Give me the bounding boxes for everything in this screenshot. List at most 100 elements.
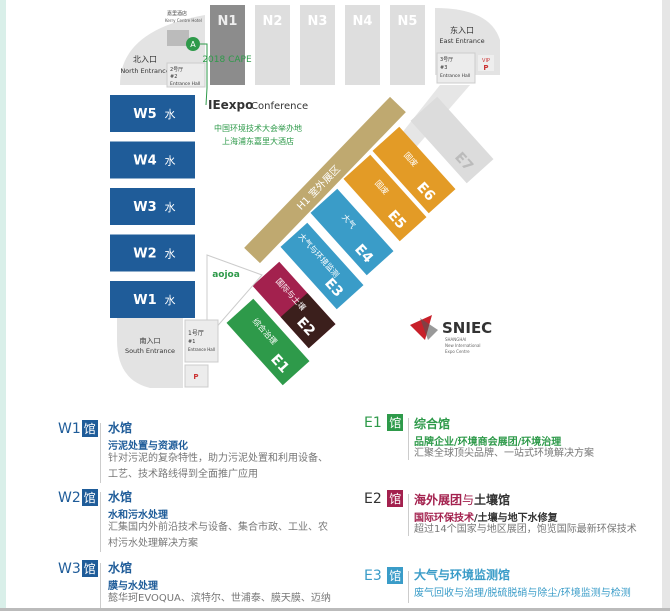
left-margin bbox=[0, 0, 6, 611]
svg-text:N1: N1 bbox=[218, 14, 238, 29]
svg-text:A: A bbox=[190, 40, 196, 49]
hall-2-num: #2 bbox=[170, 74, 177, 80]
north-entrance-en: North Entrance bbox=[120, 67, 169, 75]
hall-w2[interactable]: W2 水 bbox=[110, 234, 195, 272]
legend-w1-desc-1: 针对污泥的复杂特性，助力污泥处置和利用设备、 bbox=[108, 453, 328, 464]
parking-icon: P bbox=[483, 64, 488, 72]
svg-text:水: 水 bbox=[165, 294, 176, 307]
sniec-sub-3: Expo Centre bbox=[445, 349, 470, 354]
conference-label: Conference bbox=[251, 101, 308, 112]
south-entrance-area bbox=[117, 318, 183, 388]
south-entrance-cn: 南入口 bbox=[140, 336, 161, 345]
svg-text:N4: N4 bbox=[353, 14, 373, 29]
legend-w3-subtitle: 膜与水处理 bbox=[108, 581, 158, 592]
hotel-label-cn: 嘉里酒店 bbox=[167, 10, 187, 17]
hall-3-box bbox=[436, 52, 476, 84]
svg-text:N5: N5 bbox=[398, 14, 418, 29]
hall-w4[interactable]: W4 水 bbox=[110, 141, 195, 179]
vip-label: VIP bbox=[482, 58, 490, 64]
sniec-sub-2: New International bbox=[445, 343, 481, 348]
legend-e2-desc: 超过14个国家与地区展团，饱览国际最新环保技术 bbox=[414, 524, 637, 535]
hall-1-en: Entrance Hall bbox=[188, 347, 215, 352]
hall-w3[interactable]: W3 水 bbox=[110, 188, 195, 225]
east-entrance-en: East Entrance bbox=[439, 37, 484, 45]
hall-1-num: #1 bbox=[188, 339, 195, 345]
legend-e1-title: 综合馆 bbox=[414, 417, 451, 431]
location-pin-icon bbox=[186, 37, 200, 51]
legend-w1-subtitle: 污泥处置与资源化 bbox=[108, 441, 188, 452]
south-entrance-en: South Entrance bbox=[125, 347, 175, 355]
legend-e1-subtitle: 品牌企业/环境商会展团/环境治理 bbox=[414, 437, 562, 448]
vip-parking bbox=[478, 55, 494, 71]
svg-text:水: 水 bbox=[165, 201, 176, 214]
hall-n2[interactable]: N2 bbox=[255, 5, 290, 85]
hall-3-cn: 3号厅 bbox=[440, 57, 453, 63]
aojoa-area bbox=[206, 254, 263, 340]
right-scrollbar[interactable] bbox=[662, 0, 670, 611]
svg-text:N3: N3 bbox=[308, 14, 328, 29]
north-entrance-cn: 北入口 bbox=[133, 55, 157, 64]
legend-w3-desc-1: 懿华珂EVOQUA、滨特尔、世浦泰、膜天膜、迈纳 bbox=[108, 593, 331, 604]
legend-e1-id: E1 馆 bbox=[364, 414, 404, 431]
legend-e3-id: E3 馆 bbox=[364, 567, 404, 584]
legend-w3-title: 水馆 bbox=[108, 561, 133, 575]
south-parking bbox=[184, 364, 209, 388]
hall-1-box bbox=[184, 319, 219, 363]
cape-logo: 2018 CAPE bbox=[202, 55, 252, 65]
venue-line-1: 中国环境技术大会举办地 bbox=[214, 123, 302, 133]
legend-e2-subtitle: 国际环保技术/土壤与地下水修复 bbox=[414, 513, 558, 524]
sniec-sub-1: SHANGHAI bbox=[445, 337, 466, 342]
hall-2-box bbox=[166, 62, 206, 88]
svg-text:W3: W3 bbox=[133, 200, 156, 215]
east-entrance-cn: 东入口 bbox=[450, 25, 474, 35]
venue-map: 北入口 North Entrance 2号厅 #2 Entrance Hall … bbox=[110, 5, 500, 388]
hall-e7[interactable]: E7 bbox=[410, 96, 494, 184]
venue-line-2: 上海浦东嘉里大酒店 bbox=[222, 136, 294, 146]
parking-icon: P bbox=[193, 373, 198, 381]
legend-w2-subtitle: 水和污水处理 bbox=[108, 510, 168, 521]
hotel-label: Kerry Centre Hotel bbox=[165, 18, 202, 23]
ieexpo-logo: IEexpo bbox=[208, 98, 253, 112]
legend-e1-desc: 汇聚全球顶尖品牌、一站式环境解决方案 bbox=[414, 448, 594, 459]
hall-n1[interactable]: N1 bbox=[210, 5, 245, 85]
legend-e3-subtitle: 废气回收与治理/脱硫脱硝与除尘/环境监测与检测 bbox=[414, 588, 631, 599]
legend-w1-title: 水馆 bbox=[108, 421, 133, 435]
svg-text:水: 水 bbox=[165, 248, 176, 261]
svg-text:水: 水 bbox=[165, 155, 176, 168]
hall-n5[interactable]: N5 bbox=[390, 5, 425, 85]
legend-e2-title: 海外展团与土壤馆 bbox=[414, 493, 511, 507]
svg-text:W2: W2 bbox=[133, 247, 156, 262]
legend-w2-title: 水馆 bbox=[108, 490, 133, 504]
hall-n4[interactable]: N4 bbox=[345, 5, 380, 85]
hall-n3[interactable]: N3 bbox=[300, 5, 335, 85]
legend-w1-desc-2: 工艺、技术路线得到全面推广应用 bbox=[108, 469, 258, 480]
hall-3-en: Entrance Hall bbox=[440, 73, 470, 79]
hall-w1[interactable]: W1 水 bbox=[110, 281, 195, 318]
hall-2-cn: 2号厅 bbox=[170, 67, 183, 73]
bottom-divider bbox=[0, 608, 670, 611]
svg-text:W1: W1 bbox=[133, 293, 156, 308]
hall-1-cn: 1号厅 bbox=[188, 330, 204, 337]
hotel-icon bbox=[167, 30, 189, 46]
legend-w2-desc-1: 汇集国内外前沿技术与设备、集合市政、工业、农 bbox=[108, 522, 328, 533]
legend-e2-id: E2 馆 bbox=[364, 490, 404, 507]
svg-text:W4: W4 bbox=[133, 154, 156, 169]
hall-2-en: Entrance Hall bbox=[170, 81, 200, 87]
svg-text:N2: N2 bbox=[263, 14, 283, 29]
legend-e3-title: 大气与环境监测馆 bbox=[414, 568, 511, 582]
svg-text:W5: W5 bbox=[133, 107, 156, 122]
legend-w2-desc-2: 村污水处理解决方案 bbox=[108, 538, 198, 549]
sniec-logo-text: SNIEC bbox=[442, 319, 492, 337]
hall-3-num: #3 bbox=[440, 65, 447, 71]
aojoa-logo: aojoa bbox=[212, 270, 240, 280]
